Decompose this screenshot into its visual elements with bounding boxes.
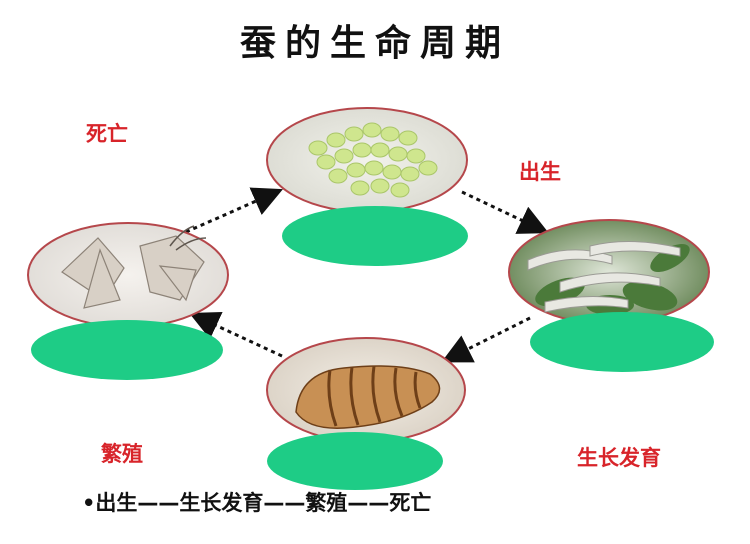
arrow-larva-to-pupa (441, 316, 531, 363)
arrow-egg-to-larva (461, 190, 549, 234)
silkworm-larvae-image (508, 219, 710, 325)
larva-oval (530, 312, 714, 372)
life-cycle-sequence-text: •出生——生长发育——繁殖——死亡 (82, 491, 432, 515)
page-title: 蚕的生命周期 (239, 23, 510, 64)
moth-image (27, 222, 229, 328)
label-growth: 生长发育 (577, 446, 661, 470)
pupa-oval (267, 432, 443, 490)
egg-cluster-image (266, 107, 468, 213)
arrow-pupa-to-moth (189, 311, 283, 358)
label-reproduction: 繁殖 (101, 442, 143, 466)
label-death: 死亡 (86, 122, 128, 146)
pupa-image (266, 337, 466, 443)
egg-oval (282, 206, 468, 266)
label-birth: 出生 (519, 160, 561, 184)
moth-oval (31, 320, 223, 380)
arrow-moth-to-egg (185, 187, 283, 234)
